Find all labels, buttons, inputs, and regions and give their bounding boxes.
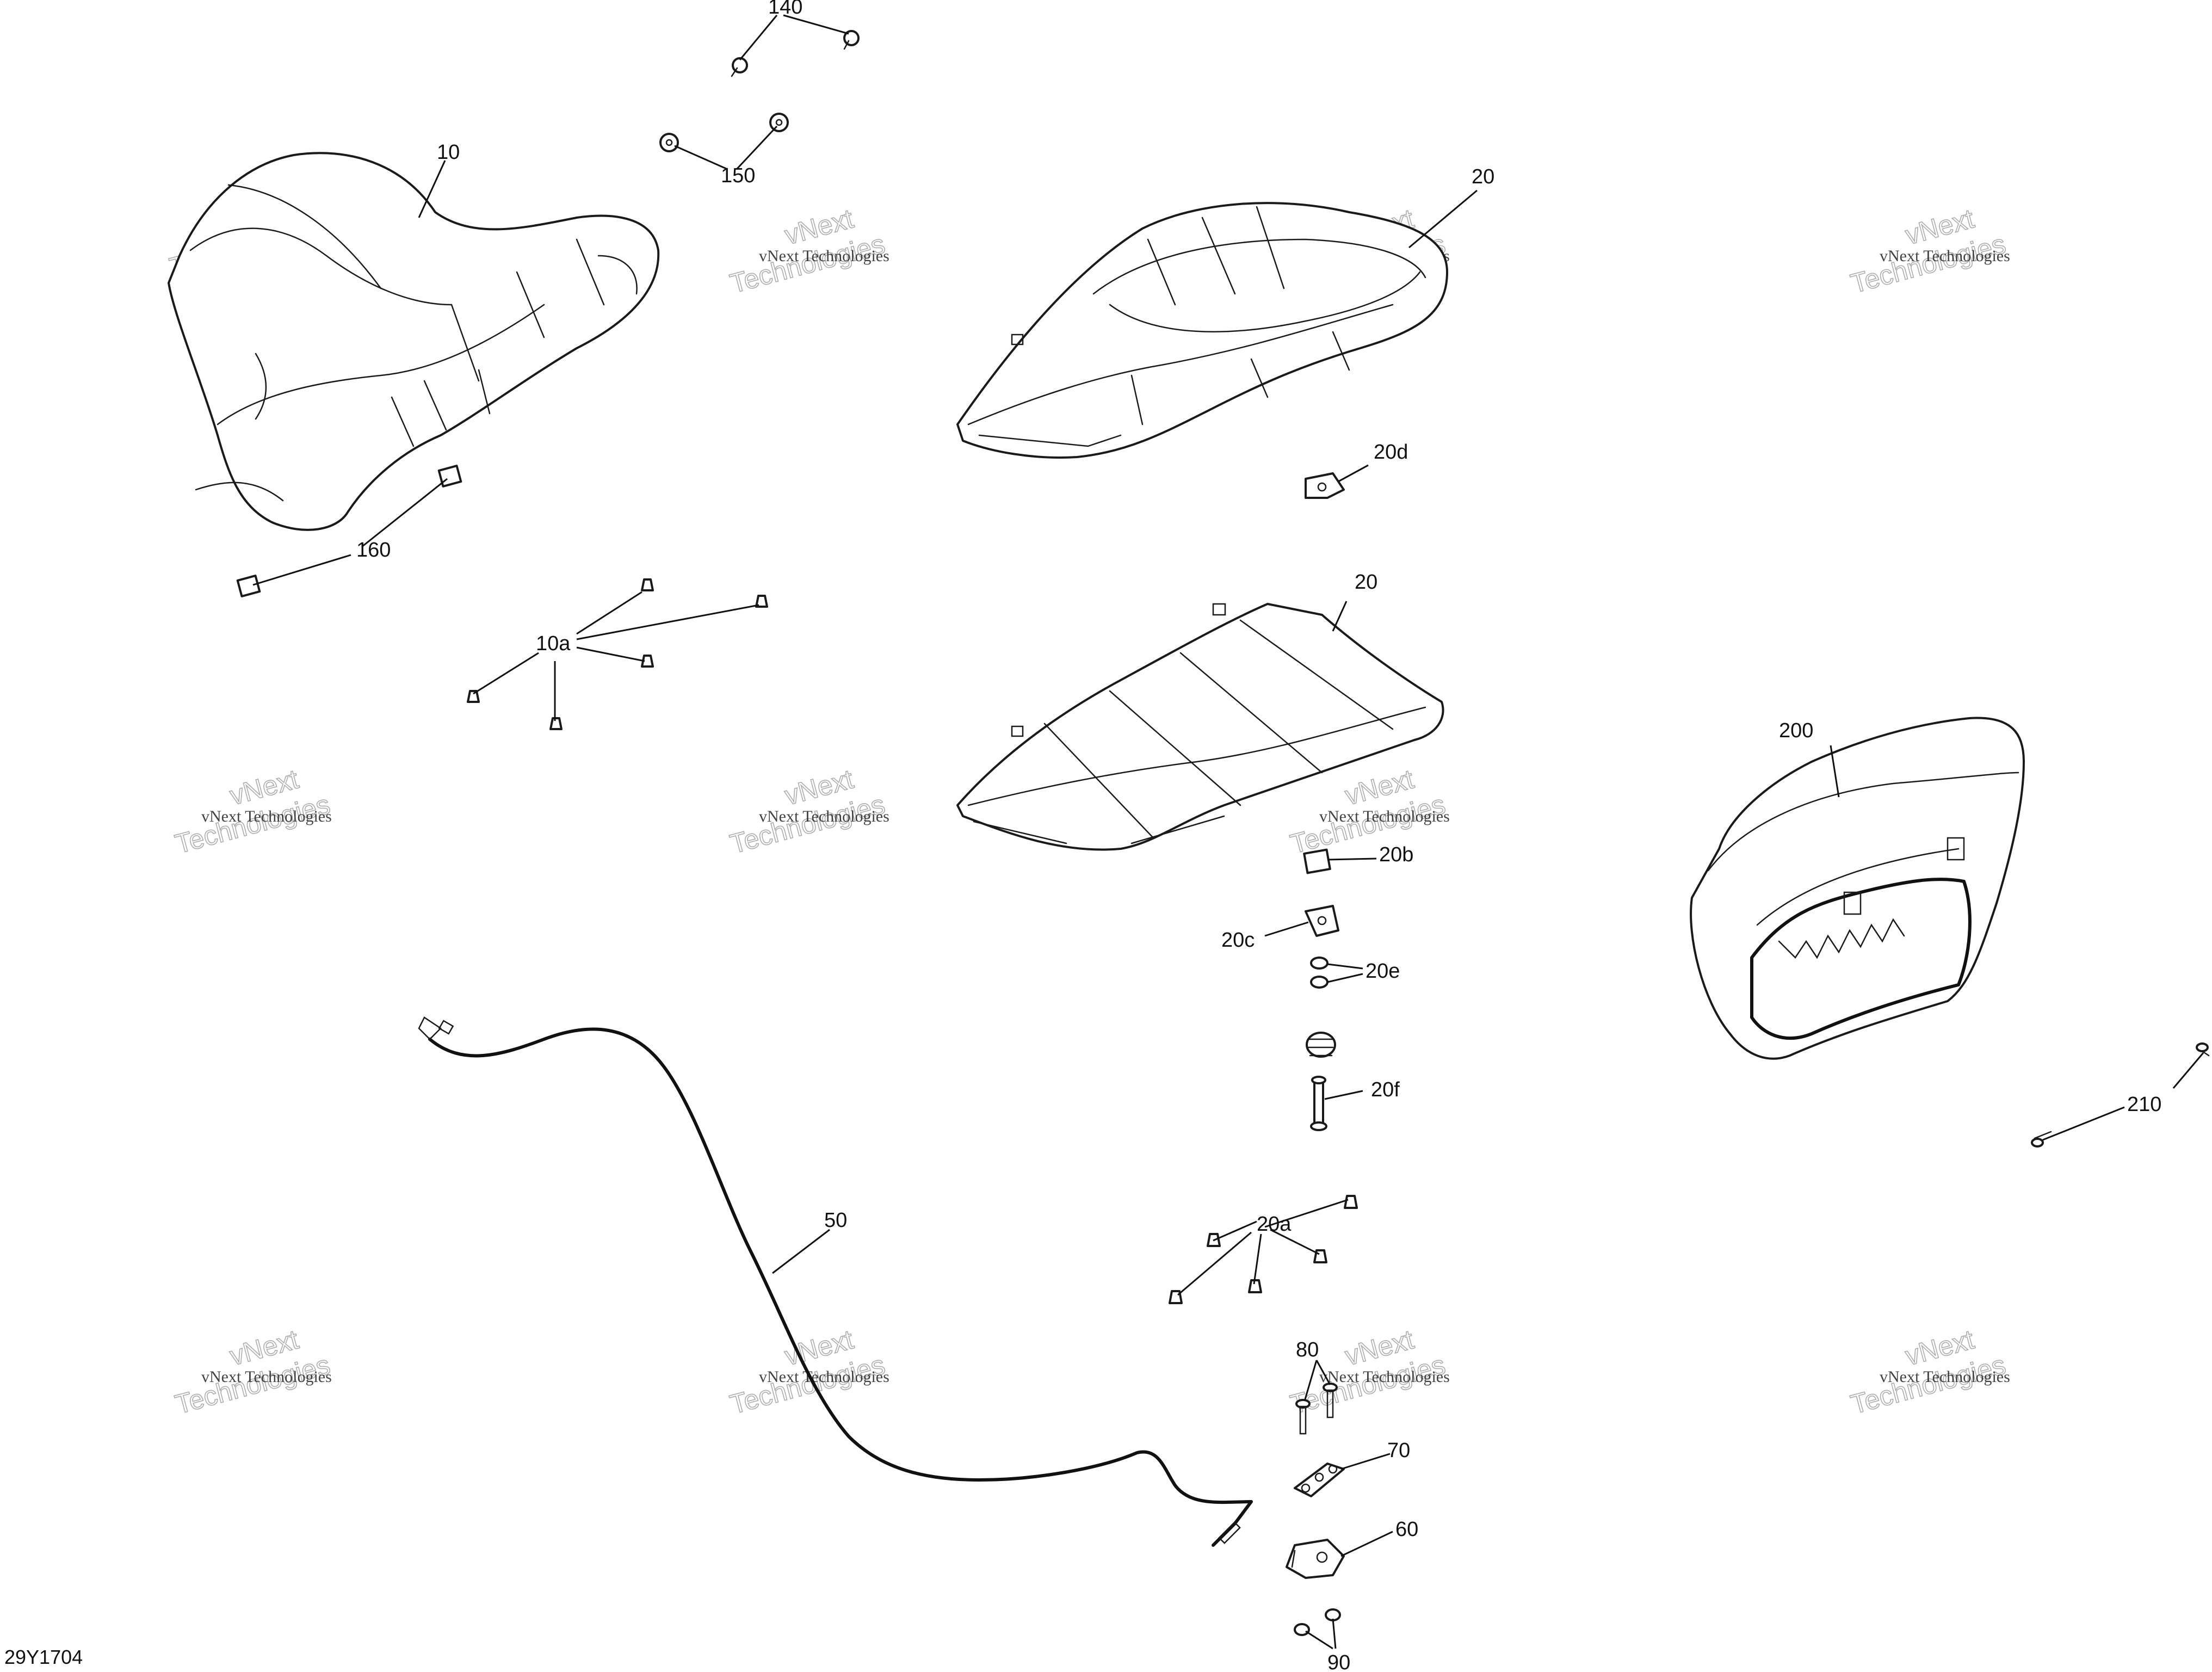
callout-70: 70 — [1387, 1439, 1410, 1462]
callout-20c: 20c — [1221, 929, 1255, 952]
callout-160: 160 — [356, 539, 391, 562]
callout-20d: 20d — [1374, 441, 1408, 464]
watermark-text: vNext Technologies — [759, 807, 889, 825]
bolt-part-140[interactable] — [731, 30, 860, 77]
diagram-code: 29Y1704 — [4, 1646, 83, 1668]
screw-part-80[interactable] — [1295, 1383, 1338, 1435]
bumper-part-10a[interactable] — [467, 578, 768, 730]
callout-20b: 20b — [1379, 843, 1413, 866]
watermark-text: vNext Technologies — [759, 247, 889, 265]
watermark-text: vNext Technologies — [1880, 1368, 2010, 1386]
callout-20e: 20e — [1365, 960, 1400, 983]
release-cable-part-50[interactable] — [418, 1016, 1253, 1547]
screw-part-210[interactable] — [2031, 1042, 2210, 1147]
callout-20a: 20a — [1257, 1213, 1292, 1236]
callout-150: 150 — [721, 164, 755, 187]
callout-20-mid: 20 — [1355, 571, 1377, 594]
nut-part-90[interactable] — [1294, 1608, 1341, 1636]
clip-part-20b[interactable] — [1303, 848, 1331, 874]
callout-50: 50 — [824, 1209, 847, 1232]
washer-part-150[interactable] — [659, 113, 789, 152]
callout-labels: 10 140 150 160 10a 20 20d 20 200 20b 20c… — [356, 0, 2161, 1672]
backrest-part-200[interactable] — [1690, 717, 2025, 1060]
pin-part-20f[interactable] — [1310, 1076, 1327, 1131]
callout-10a: 10a — [536, 632, 571, 655]
callout-200: 200 — [1779, 719, 1813, 742]
grommet[interactable] — [1306, 1032, 1336, 1058]
latch-plate-part-70[interactable] — [1294, 1463, 1345, 1497]
passenger-seat-base-part-20[interactable] — [956, 603, 1444, 851]
watermark-text: vNext Technologies — [1319, 1368, 1450, 1386]
watermark-text: vNext Technologies — [1880, 247, 2010, 265]
callout-80: 80 — [1296, 1338, 1319, 1361]
callout-20f: 20f — [1371, 1078, 1400, 1101]
passenger-seat-part-20[interactable] — [956, 202, 1448, 459]
leader-lines — [252, 14, 2204, 1650]
latch-part-60[interactable] — [1286, 1539, 1345, 1579]
watermark-text: vNext Technologies — [201, 1368, 332, 1386]
bumper-part-20a[interactable] — [1169, 1195, 1358, 1304]
watermark-text: vNext Technologies — [1319, 807, 1450, 825]
callout-140: 140 — [768, 0, 802, 18]
bracket-part-20d[interactable] — [1305, 472, 1345, 499]
callout-60: 60 — [1395, 1518, 1418, 1541]
plate-part-20c[interactable] — [1305, 905, 1339, 937]
watermark-text: vNext Technologies — [201, 807, 332, 825]
nut-part-20e[interactable] — [1310, 957, 1329, 989]
callout-210: 210 — [2127, 1093, 2161, 1116]
driver-seat-part-10[interactable] — [168, 152, 660, 531]
callout-10: 10 — [437, 141, 460, 164]
watermark-text: vNext Technologies — [759, 1368, 889, 1386]
callout-20-top: 20 — [1472, 165, 1494, 188]
callout-90: 90 — [1327, 1651, 1350, 1672]
